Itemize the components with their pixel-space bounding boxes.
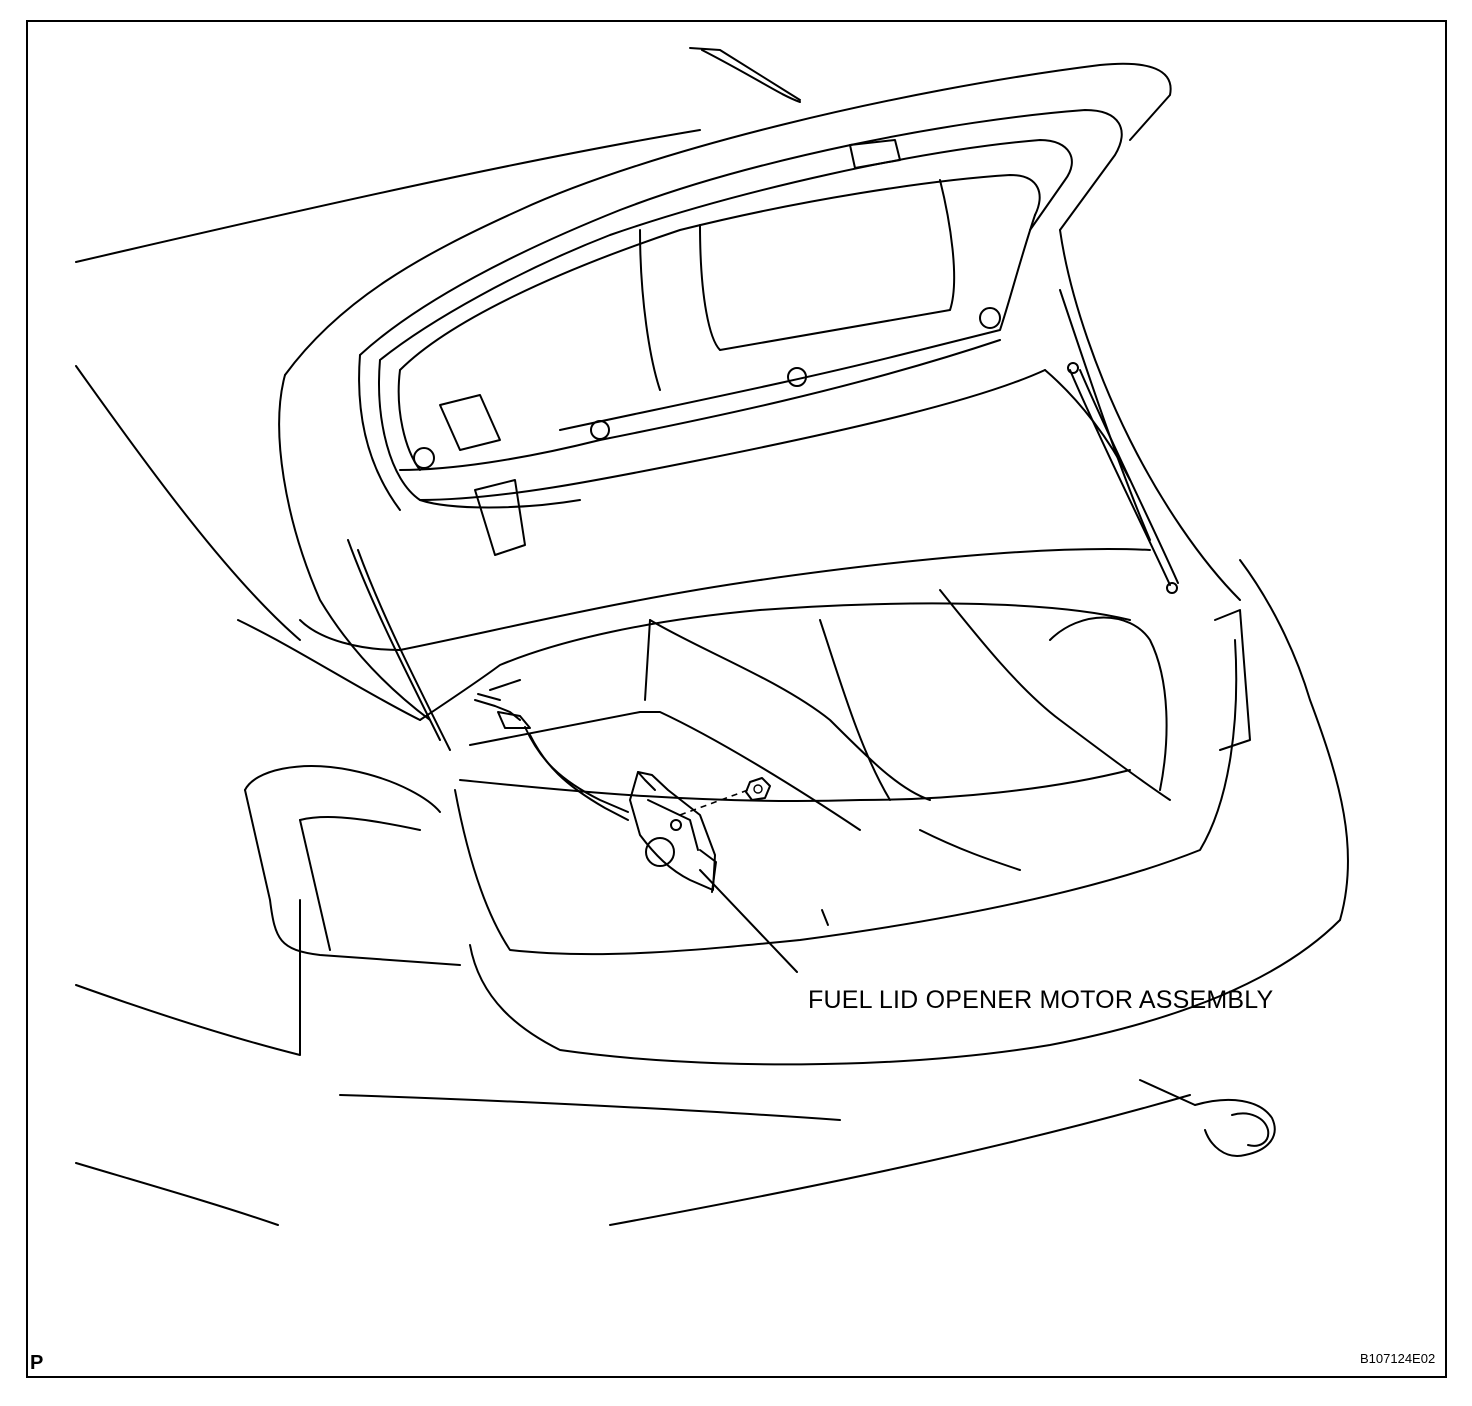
figure-id: B107124E02 [1360, 1351, 1436, 1366]
diagram-frame [26, 20, 1447, 1378]
rear-bumper [469, 559, 1349, 1157]
corner-mark: P [30, 1352, 44, 1374]
car-body-outline [75, 47, 1191, 1226]
callout-leader-line [699, 869, 798, 973]
trunk-interior [419, 589, 1251, 956]
nut-icon [679, 777, 771, 816]
trunk-struts [347, 289, 1179, 751]
opener-cable [474, 693, 629, 821]
motor-assembly-callout-label: FUEL LID OPENER MOTOR ASSEMBLY [808, 986, 1274, 1014]
fuel-lid-opener-motor-icon [629, 771, 717, 893]
trunk-lid [278, 62, 1241, 721]
